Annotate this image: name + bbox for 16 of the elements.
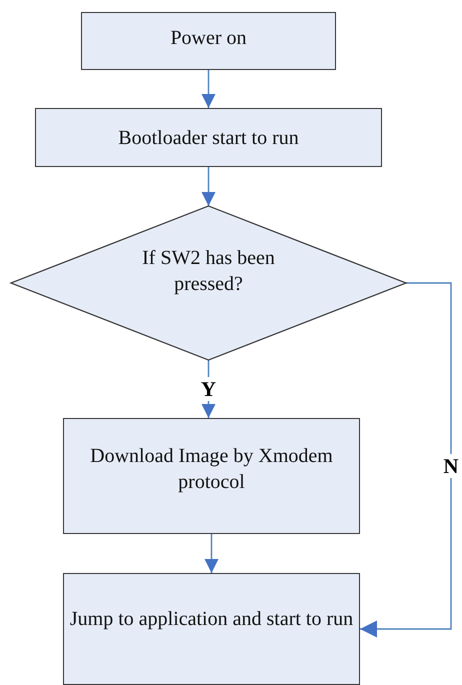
edge-label: Y: [200, 377, 216, 401]
decision-diamond: [11, 206, 406, 360]
node-text: Power on: [170, 26, 247, 51]
node-text: Jump to application and start to run: [70, 607, 354, 632]
node-text: Download Image by Xmodem protocol: [89, 444, 334, 495]
node-text: Bootloader start to run: [118, 126, 299, 150]
process-box: [63, 418, 360, 534]
arrow: [202, 70, 216, 108]
process-box: [35, 108, 382, 167]
process-box: [63, 573, 360, 685]
node-text: If SW2 has been pressed?: [141, 246, 276, 297]
arrow: [204, 534, 218, 573]
arrow: [202, 167, 216, 206]
edge-label: N: [443, 454, 459, 478]
process-box: [81, 12, 336, 70]
arrow: [360, 282, 452, 638]
